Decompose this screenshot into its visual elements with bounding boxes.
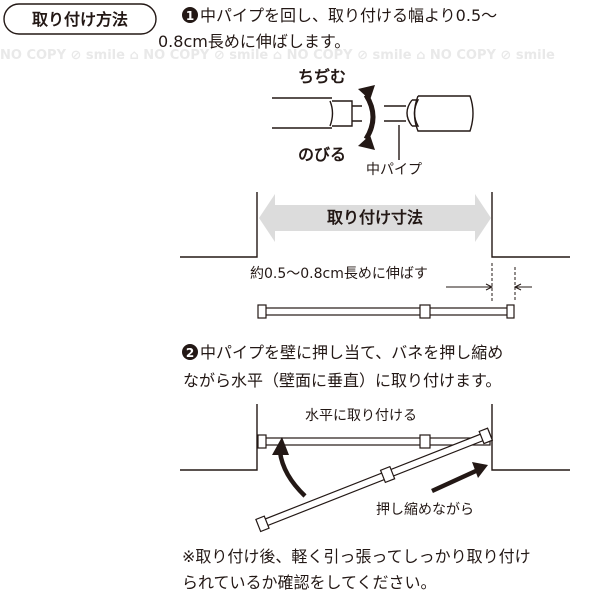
rod-tilted xyxy=(255,427,494,533)
step2-number: 2 xyxy=(186,346,194,360)
step1-number-badge xyxy=(182,7,198,23)
pipe-illustration xyxy=(272,85,474,160)
label-compress: 押し縮めながら xyxy=(376,502,474,518)
step1-number: 1 xyxy=(186,9,194,23)
label-horizontal: 水平に取り付ける xyxy=(305,408,417,424)
wall-left-1 xyxy=(180,192,258,258)
push-arrow-icon xyxy=(472,462,488,478)
label-shrink: ちぢむ xyxy=(298,67,346,86)
step2-line2: ながら水平（壁面に垂直）に取り付けます。 xyxy=(183,371,501,390)
svg-text:NO COPY ⊘ smile ⌂ NO COPY ⊘ sm: NO COPY ⊘ smile ⌂ NO COPY ⊘ smile ⌂ NO C… xyxy=(0,48,555,63)
wall-left-2 xyxy=(180,404,258,471)
step2-number-badge xyxy=(182,344,198,360)
extend-note: 約0.5～0.8cm長めに伸ばす xyxy=(250,266,428,282)
step1-line1: 中パイプを回し、取り付ける幅より0.5～ xyxy=(200,6,497,25)
arrow-up-icon xyxy=(358,85,375,100)
extension-marker xyxy=(446,263,532,302)
note-line1: ※取り付け後、軽く引っ張ってしっかり取り付け xyxy=(182,547,531,566)
arrow-down-icon xyxy=(358,135,375,150)
title-badge-label: 取り付け方法 xyxy=(32,10,128,29)
rod-extended xyxy=(257,304,515,319)
wall-right-2 xyxy=(491,404,570,471)
step2-line1: 中パイプを壁に押し当て、バネを押し縮め xyxy=(200,343,503,362)
note-line2: られているか確認をしてください。 xyxy=(182,573,437,592)
wall-right-1 xyxy=(491,192,570,258)
watermark: NO COPY ⊘ smile ⌂ NO COPY ⊘ smile ⌂ NO C… xyxy=(0,48,555,63)
step1-line2: 0.8cm長めに伸ばします。 xyxy=(158,32,350,51)
title-badge xyxy=(3,3,157,35)
label-extend: のびる xyxy=(298,145,346,164)
curved-arrow-icon xyxy=(272,437,289,455)
dimension-arrow xyxy=(259,194,491,242)
label-inner-pipe: 中パイプ xyxy=(366,162,422,178)
dimension-label: 取り付け寸法 xyxy=(327,208,423,227)
